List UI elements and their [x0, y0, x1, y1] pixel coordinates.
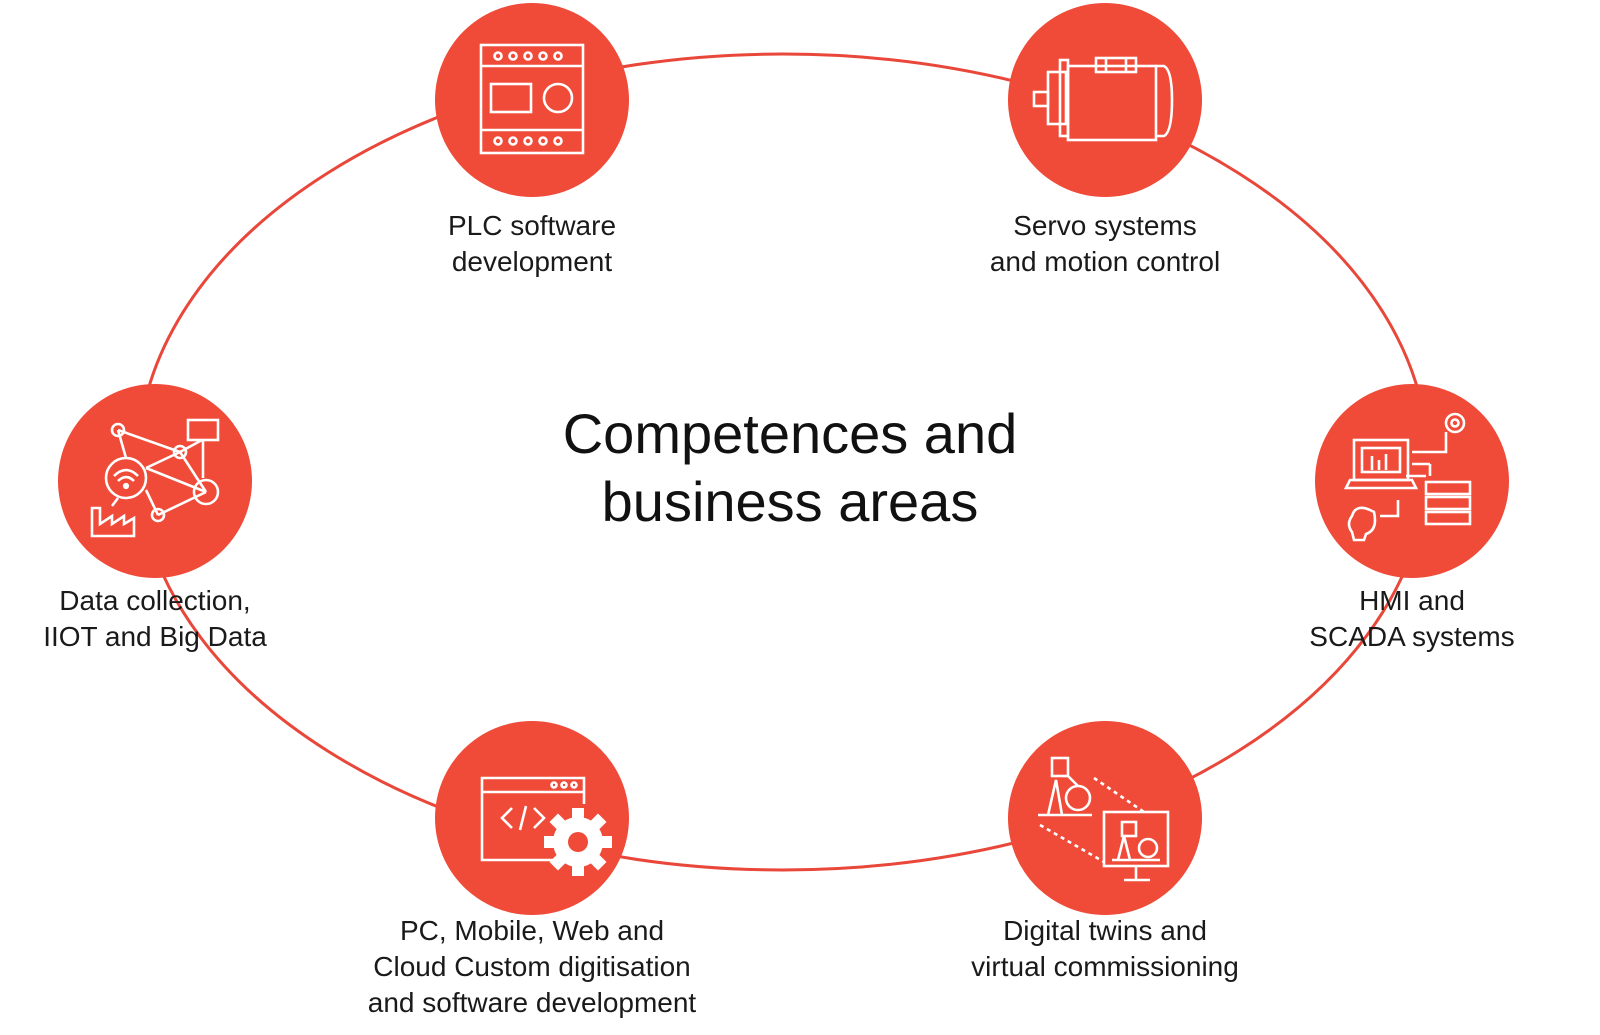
- label-software-line2: Cloud Custom digitisation: [373, 951, 691, 982]
- label-software: PC, Mobile, Web and Cloud Custom digitis…: [342, 913, 722, 1021]
- node-servo: [1008, 3, 1202, 197]
- label-hmi: HMI and SCADA systems: [1262, 583, 1562, 655]
- label-data-line1: Data collection,: [59, 585, 251, 616]
- node-twins: [1008, 721, 1202, 915]
- plc-module-icon: [479, 43, 585, 155]
- label-servo-line1: Servo systems: [1013, 210, 1197, 241]
- label-data: Data collection, IIOT and Big Data: [20, 583, 290, 655]
- node-plc: [435, 3, 629, 197]
- label-hmi-line1: HMI and: [1359, 585, 1465, 616]
- node-data: [58, 384, 252, 578]
- node-software: [435, 721, 629, 915]
- label-hmi-line2: SCADA systems: [1309, 621, 1515, 652]
- label-plc: PLC software development: [382, 208, 682, 280]
- center-title-line1: Competences and: [562, 402, 1018, 465]
- label-plc-line1: PLC software: [447, 210, 617, 241]
- center-title-line2: business areas: [601, 470, 979, 533]
- hmi-scada-icon: [1343, 412, 1472, 542]
- digital-twin-icon: [1038, 756, 1170, 882]
- label-servo-line2: and motion control: [989, 246, 1221, 277]
- node-data-circle: [58, 384, 252, 578]
- label-plc-line2: development: [451, 246, 613, 277]
- code-gear-icon: [480, 776, 586, 862]
- node-servo-circle: [1008, 3, 1202, 197]
- label-data-line2: IIOT and Big Data: [43, 621, 267, 652]
- label-twins-line1: Digital twins and: [1003, 915, 1207, 946]
- label-twins: Digital twins and virtual commissioning: [930, 913, 1280, 985]
- label-twins-line2: virtual commissioning: [971, 951, 1239, 982]
- label-servo: Servo systems and motion control: [955, 208, 1255, 280]
- servo-motor-icon: [1032, 56, 1174, 142]
- node-hmi: [1315, 384, 1509, 578]
- iiot-network-icon: [90, 418, 220, 538]
- label-software-line1: PC, Mobile, Web and: [399, 915, 665, 946]
- gear-icon: [544, 808, 612, 876]
- label-software-line3: and software development: [367, 987, 697, 1018]
- center-title: Competences and business areas: [470, 400, 1110, 536]
